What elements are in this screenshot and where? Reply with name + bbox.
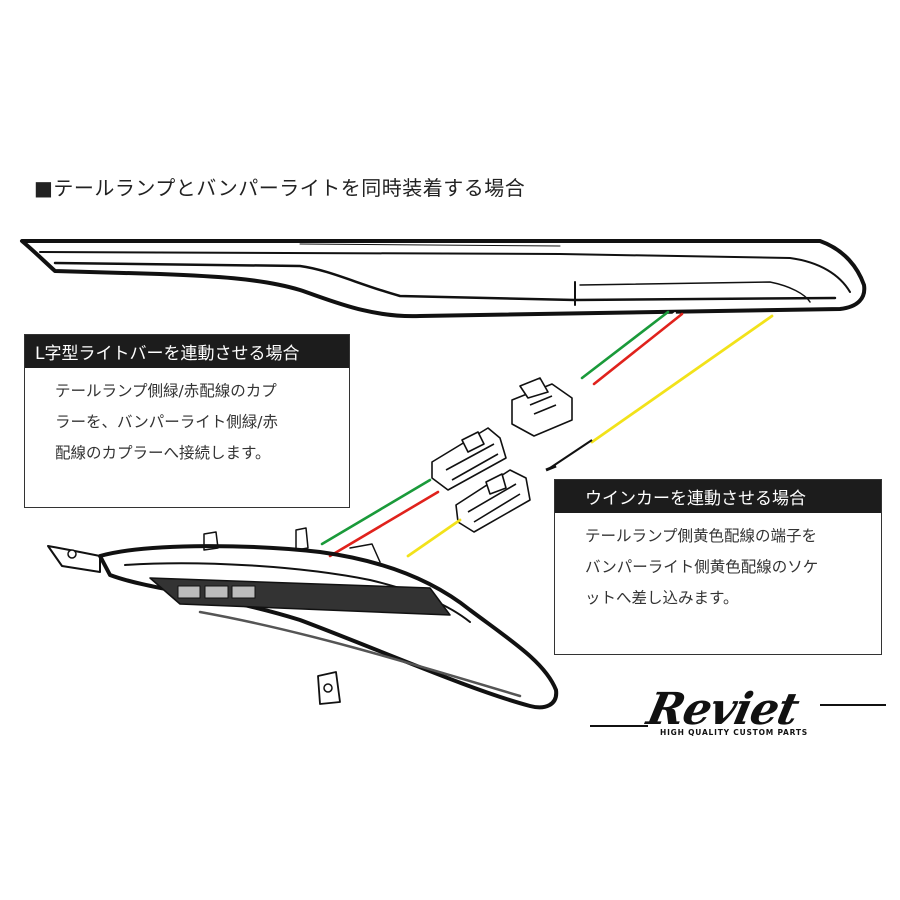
tail-lamp-drawing: [20, 239, 867, 319]
lbar-info-line: ラーを、バンパーライト側緑/赤: [55, 413, 278, 431]
winker-info-heading: ウインカーを連動させる場合: [555, 480, 881, 513]
bumper-light-drawing: [47, 527, 559, 710]
winker-info-line: ットへ差し込みます。: [585, 589, 739, 607]
lbar-info-box: L字型ライトバーを連動させる場合 テールランプ側緑/赤配線のカプ ラーを、バンパ…: [24, 334, 350, 508]
brand-logo: Reviet: [642, 684, 803, 735]
wires-upper: [580, 310, 774, 444]
page-title: ■テールランプとバンパーライトを同時装着する場合: [34, 176, 526, 200]
winker-info-line: バンパーライト側黄色配線のソケ: [585, 558, 819, 576]
lbar-info-heading: L字型ライトバーを連動させる場合: [25, 335, 349, 368]
reviet-logo-mark: [590, 704, 886, 727]
wires-lower: [320, 478, 462, 558]
winker-info-line: テールランプ側黄色配線の端子を: [585, 527, 818, 545]
brand-tagline: HIGH QUALITY CUSTOM PARTS: [660, 728, 809, 737]
lbar-info-body: テールランプ側緑/赤配線のカプ ラーを、バンパーライト側緑/赤 配線のカプラーへ…: [25, 368, 349, 469]
connector-drawings: [431, 377, 593, 533]
lbar-info-line: テールランプ側緑/赤配線のカプ: [55, 382, 277, 400]
winker-info-box: ウインカーを連動させる場合 テールランプ側黄色配線の端子を バンパーライト側黄色…: [554, 479, 882, 655]
lbar-info-line: 配線のカプラーへ接続します。: [55, 444, 271, 462]
winker-info-body: テールランプ側黄色配線の端子を バンパーライト側黄色配線のソケ ットへ差し込みま…: [555, 513, 881, 614]
